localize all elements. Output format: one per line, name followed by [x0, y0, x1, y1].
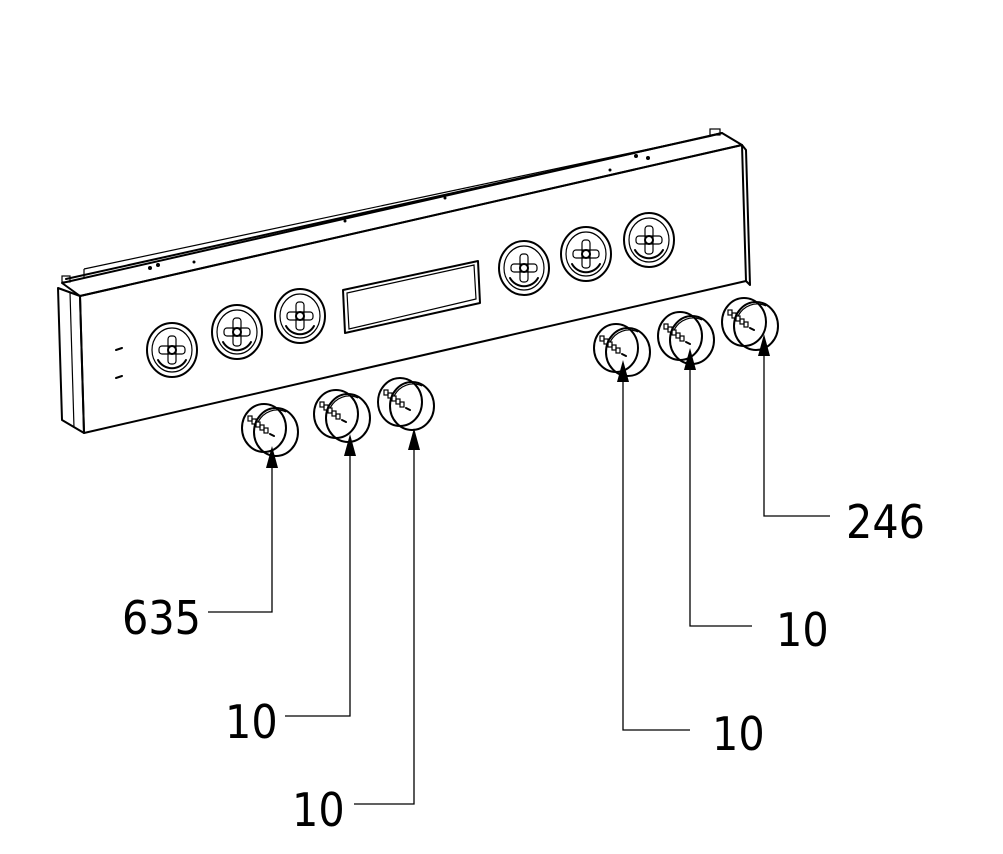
arrowhead-635 — [266, 446, 278, 468]
arrowhead-10a — [344, 434, 356, 456]
arrowhead-10c — [617, 360, 629, 382]
control-knob — [657, 311, 715, 365]
control-knob — [241, 403, 299, 457]
knobs — [241, 297, 779, 457]
callout-10b: 10 — [292, 783, 345, 837]
callout-10c: 10 — [712, 707, 765, 761]
callout-10d: 10 — [776, 603, 829, 657]
leader-10c — [622, 372, 690, 731]
knob-socket — [146, 322, 198, 378]
leader-635 — [208, 458, 273, 613]
leader-10a — [285, 446, 351, 717]
knob-sockets — [146, 212, 675, 378]
callout-246: 246 — [846, 495, 925, 549]
arrowhead-246 — [758, 334, 770, 356]
arrowhead-10d — [684, 348, 696, 370]
knob-socket — [623, 212, 675, 268]
control-knob — [313, 389, 371, 443]
knob-socket — [498, 240, 550, 296]
control-knob — [721, 297, 779, 351]
display-window — [342, 260, 481, 334]
callout-labels: 635 10 10 10 10 246 — [122, 495, 925, 837]
callout-10a: 10 — [225, 695, 278, 749]
knob-socket — [211, 304, 263, 360]
control-knob — [593, 323, 651, 377]
leader-10d — [689, 360, 752, 627]
leader-lines — [208, 334, 830, 805]
control-knob — [377, 377, 435, 431]
knob-socket — [274, 288, 326, 344]
leader-10b — [354, 440, 415, 805]
arrowhead-10b — [408, 428, 420, 450]
leader-246 — [763, 346, 830, 517]
control-panel — [57, 128, 751, 434]
knob-socket — [560, 226, 612, 282]
callout-635: 635 — [122, 591, 201, 645]
